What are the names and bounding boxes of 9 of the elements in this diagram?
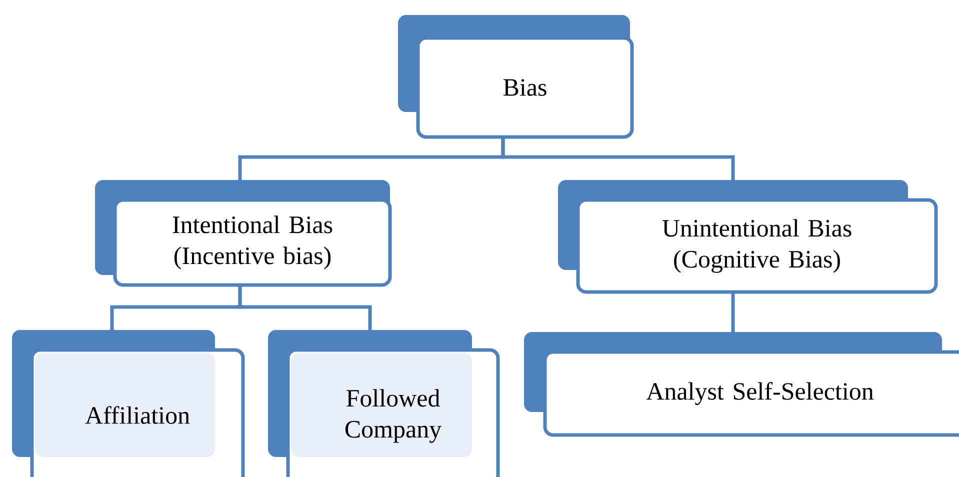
tabbed-box: Intentional Bias (Incentive bias) bbox=[95, 180, 392, 287]
tabbed-box: Unintentional Bias (Cognitive Bias) bbox=[558, 180, 938, 294]
connector bbox=[731, 292, 735, 332]
tabbed-box: Affiliation bbox=[12, 330, 245, 477]
tabbed-box: Analyst Self-Selection bbox=[524, 332, 959, 437]
tabbed-box: Followed Company bbox=[268, 330, 500, 477]
connector bbox=[238, 285, 372, 330]
connector bbox=[501, 137, 735, 180]
tabbed-box: Bias bbox=[398, 15, 634, 139]
